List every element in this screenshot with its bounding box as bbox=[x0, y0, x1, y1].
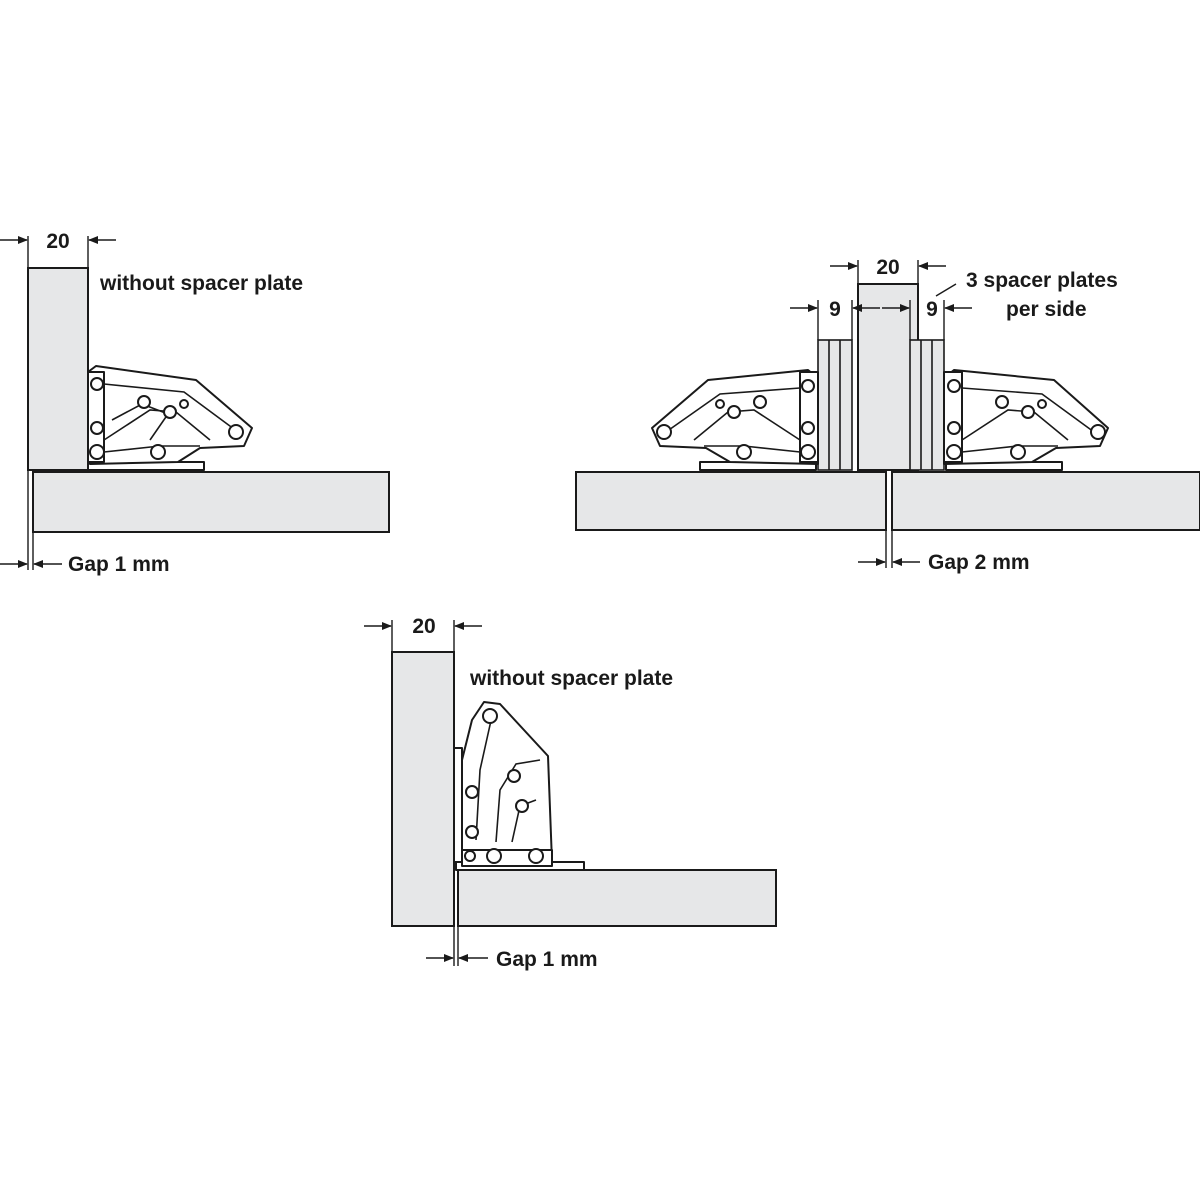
hinge-door-plate bbox=[453, 747, 463, 863]
gap-label: Gap 2 mm bbox=[928, 551, 1030, 574]
spacer-note-line1: 3 spacer plates bbox=[966, 269, 1118, 292]
cabinet-panel-left bbox=[575, 471, 887, 531]
door-panel bbox=[857, 283, 919, 471]
spacer-note: without spacer plate bbox=[469, 667, 673, 690]
hinge-mechanism-left bbox=[651, 369, 819, 465]
diagram-top-right: 20 9 9 3 spacer plates per side Gap 2 mm bbox=[575, 256, 1200, 574]
width-dimension: 20 bbox=[412, 615, 435, 638]
hinge-mechanism bbox=[87, 365, 253, 465]
gap-label: Gap 1 mm bbox=[496, 948, 598, 971]
spacer-plates-left bbox=[817, 339, 853, 471]
diagram-top-left: 20 without spacer plate Gap 1 mm bbox=[0, 230, 390, 576]
door-panel bbox=[27, 267, 89, 471]
spacer-note-line2: per side bbox=[1006, 298, 1087, 321]
spacer-plates-right bbox=[909, 339, 945, 471]
spacer-dimension-left: 9 bbox=[829, 298, 841, 321]
gap-label: Gap 1 mm bbox=[68, 553, 170, 576]
spacer-dimension-right: 9 bbox=[926, 298, 938, 321]
hinge-mechanism-right bbox=[943, 369, 1109, 465]
spacer-note: without spacer plate bbox=[99, 272, 303, 295]
door-panel bbox=[391, 651, 455, 927]
width-dimension: 20 bbox=[876, 256, 899, 279]
cabinet-panel-right bbox=[891, 471, 1200, 531]
diagram-bottom: 20 without spacer plate Gap 1 mm bbox=[364, 615, 777, 971]
hinge-mechanism bbox=[461, 701, 553, 867]
width-dimension: 20 bbox=[46, 230, 69, 253]
cabinet-panel bbox=[457, 869, 777, 927]
cabinet-panel bbox=[32, 471, 390, 533]
